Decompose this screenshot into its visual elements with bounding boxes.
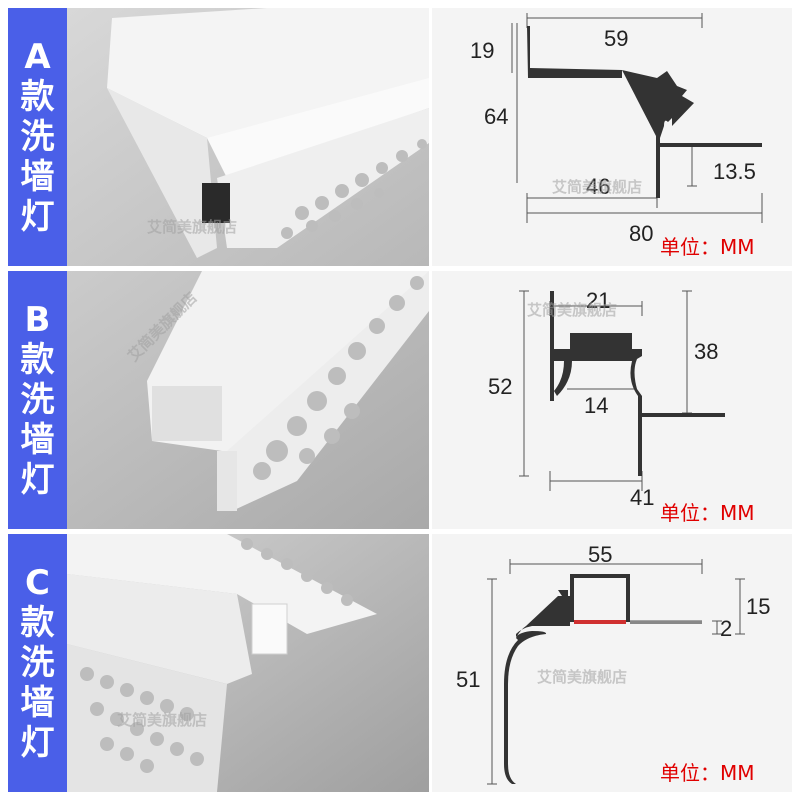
- diagram-b: 21 38 52 14 41 单位：MM 艾简美旗舰店: [432, 271, 792, 529]
- row-c: C 款 洗 墙 灯: [0, 534, 800, 792]
- row-b: B 款 洗 墙 灯 艾简美旗舰店: [0, 271, 800, 529]
- dimension-label: 51: [456, 667, 481, 692]
- label-char: 款: [20, 340, 55, 380]
- dimension-label: 14: [584, 393, 609, 418]
- label-letter: C: [25, 563, 50, 603]
- watermark: 艾简美旗舰店: [537, 668, 628, 686]
- dimension-label: 52: [488, 374, 513, 399]
- label-char: 墙: [20, 683, 55, 723]
- diagram-c: 55 15 2 51 单位：MM 艾简美旗舰店: [432, 534, 792, 792]
- dimension-label: 59: [604, 26, 629, 51]
- label-letter: B: [24, 300, 51, 340]
- dimension-label: 38: [694, 339, 719, 364]
- label-c: C 款 洗 墙 灯: [8, 534, 67, 792]
- label-char: 洗: [20, 643, 55, 683]
- dimension-label: 46: [586, 174, 611, 199]
- unit-label: 单位：MM: [660, 501, 755, 525]
- dimension-label: 13.5: [713, 159, 756, 184]
- dimension-label: 15: [746, 594, 771, 619]
- dimension-label: 41: [630, 485, 655, 510]
- profile-render-b: [67, 271, 429, 529]
- cross-section-b: [519, 290, 725, 491]
- dimension-label: 64: [484, 104, 509, 129]
- product-photo-b: 艾简美旗舰店: [67, 271, 429, 529]
- label-letter: A: [24, 37, 51, 77]
- watermark: 艾简美旗舰店: [552, 178, 643, 196]
- label-char: 款: [20, 77, 55, 117]
- label-char: 墙: [20, 420, 55, 460]
- label-b: B 款 洗 墙 灯: [8, 271, 67, 529]
- product-photo-a: 艾简美旗舰店: [67, 8, 429, 266]
- dimension-label: 55: [588, 542, 613, 567]
- row-a: A 款 洗 墙 灯 艾简美旗舰店: [0, 8, 800, 266]
- watermark: 艾简美旗舰店: [527, 301, 618, 319]
- cross-section-c: [487, 559, 745, 785]
- label-char: 墙: [20, 157, 55, 197]
- profile-render-c: [67, 534, 429, 792]
- dimension-label: 21: [586, 288, 611, 313]
- label-char: 灯: [20, 460, 55, 500]
- watermark: 艾简美旗舰店: [147, 218, 238, 236]
- unit-label: 单位：MM: [660, 761, 755, 785]
- label-char: 洗: [20, 380, 55, 420]
- label-char: 款: [20, 603, 55, 643]
- label-char: 灯: [20, 723, 55, 763]
- cross-section-a: [511, 13, 763, 223]
- diagram-a: 59 19 64 46 13.5 80 单位：MM 艾简美旗舰店: [432, 8, 792, 266]
- label-char: 洗: [20, 117, 55, 157]
- label-char: 灯: [20, 197, 55, 237]
- product-photo-c: 艾简美旗舰店: [67, 534, 429, 792]
- unit-label: 单位：MM: [660, 235, 755, 259]
- dimension-label: 19: [470, 38, 495, 63]
- dimension-label: 2: [720, 616, 733, 641]
- profile-render-a: [67, 8, 429, 266]
- label-a: A 款 洗 墙 灯: [8, 8, 67, 266]
- watermark: 艾简美旗舰店: [117, 711, 208, 729]
- dimension-label: 80: [629, 221, 654, 246]
